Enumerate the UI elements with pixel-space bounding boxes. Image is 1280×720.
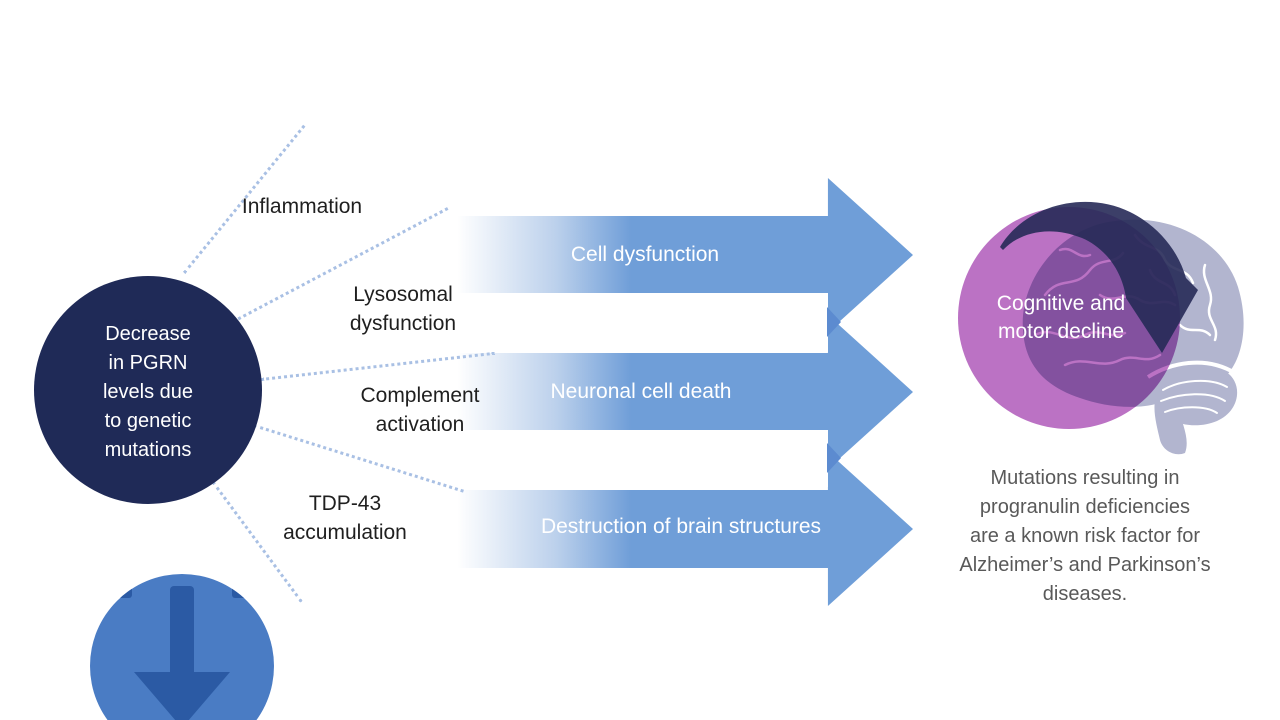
divider-arrow-2 xyxy=(455,430,828,487)
divider-arrow-1 xyxy=(455,293,828,352)
effect-label-cell-dysfunction: Cell dysfunction xyxy=(570,243,720,266)
decrease-arrow-icon xyxy=(112,583,252,720)
effect-label-destruction-brain: Destruction of brain structures xyxy=(540,515,822,538)
footnote-text: Mutations resulting in progranulin defic… xyxy=(959,467,1211,605)
mechanism-label-tdp43: TDP-43 accumulation xyxy=(283,492,407,544)
mechanism-label-complement: Complement activation xyxy=(360,384,480,436)
mechanism-label-inflammation: Inflammation xyxy=(241,195,363,218)
mechanism-label-lysosomal: Lysosomal dysfunction xyxy=(349,283,457,335)
effect-label-neuronal-cell-death: Neuronal cell death xyxy=(550,380,732,403)
curved-arrow-icon xyxy=(1000,201,1198,353)
cause-circle xyxy=(34,276,274,720)
outcome-label: Cognitive and motor decline xyxy=(996,292,1126,343)
cause-label: Decrease in PGRN levels due to genetic m… xyxy=(102,323,194,461)
brain-icon xyxy=(1022,219,1244,455)
cause-circle-fill xyxy=(90,574,274,720)
